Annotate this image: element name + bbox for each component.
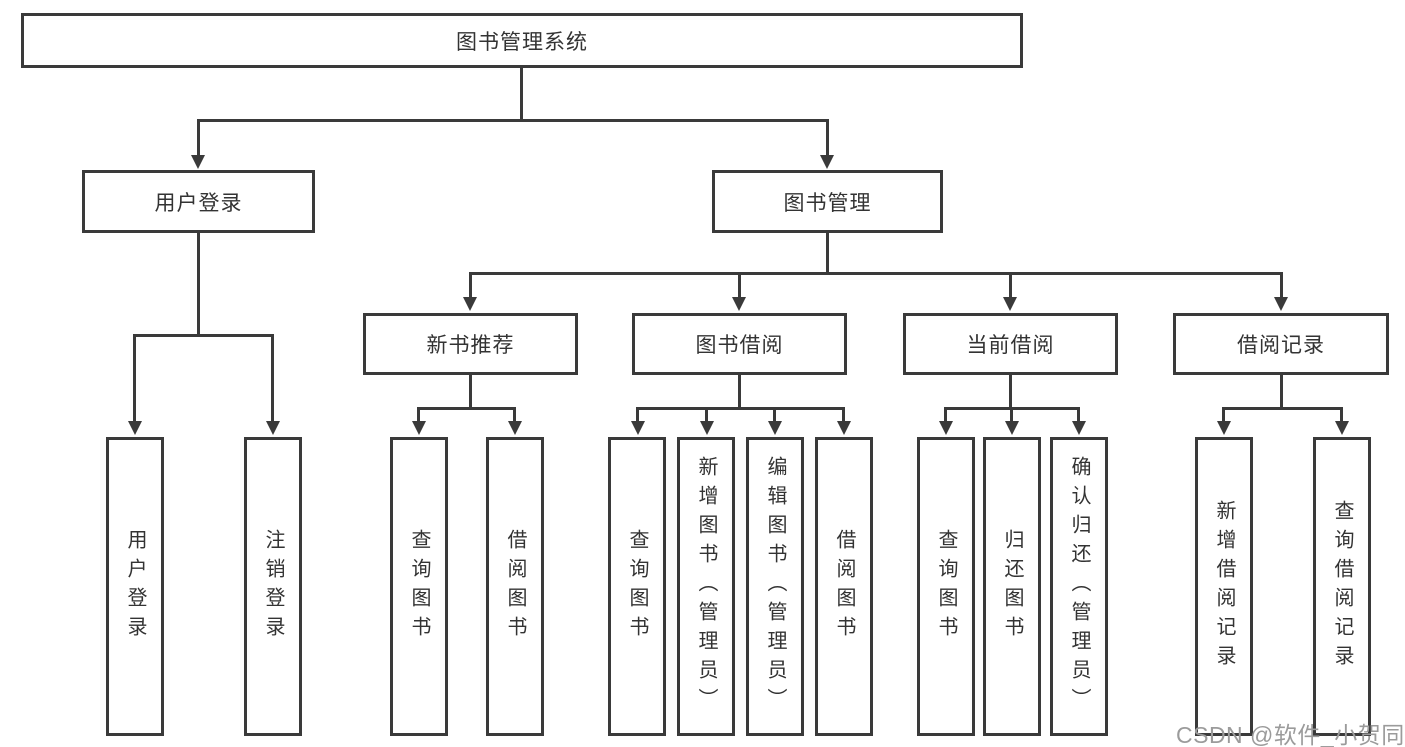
csdn-watermark: CSDN @软件_小贺同学 <box>1176 722 1405 747</box>
connector-line <box>1077 407 1080 422</box>
connector-line <box>636 407 639 422</box>
connector-line <box>417 407 420 422</box>
connector-line <box>197 119 829 122</box>
connector-line <box>513 407 516 422</box>
leaf-add-borrow-record: 新增借阅记录 <box>1195 437 1253 736</box>
leaf-logout: 注销登录 <box>244 437 302 736</box>
arrow-down-icon <box>266 421 280 435</box>
connector-line <box>469 272 1283 275</box>
connector-line <box>773 407 776 422</box>
node-root: 图书管理系统 <box>21 13 1023 68</box>
node-current-borrow: 当前借阅 <box>903 313 1118 375</box>
node-user-login: 用户登录 <box>82 170 315 233</box>
connector-line <box>1222 407 1225 422</box>
connector-line <box>637 407 845 410</box>
arrow-down-icon <box>700 421 714 435</box>
leaf-edit-book-admin: 编辑图书（管理员） <box>746 437 804 736</box>
connector-line <box>1340 407 1343 422</box>
arrow-down-icon <box>412 421 426 435</box>
connector-line <box>826 119 829 156</box>
arrow-down-icon <box>463 297 477 311</box>
connector-line <box>738 375 741 408</box>
arrow-down-icon <box>1003 297 1017 311</box>
connector-line <box>842 407 845 422</box>
connector-line <box>705 407 708 422</box>
leaf-borrow-book-recommend: 借阅图书 <box>486 437 544 736</box>
connector-line <box>469 272 472 298</box>
node-new-book-recommend: 新书推荐 <box>363 313 578 375</box>
arrow-down-icon <box>128 421 142 435</box>
leaf-query-book-current: 查询图书 <box>917 437 975 736</box>
node-borrow-record: 借阅记录 <box>1173 313 1389 375</box>
connector-line <box>1280 272 1283 298</box>
connector-line <box>197 233 200 335</box>
connector-line <box>197 119 200 156</box>
arrow-down-icon <box>1335 421 1349 435</box>
leaf-borrow-book: 借阅图书 <box>815 437 873 736</box>
connector-line <box>738 272 741 298</box>
leaf-user-login: 用户登录 <box>106 437 164 736</box>
connector-line <box>469 375 472 408</box>
arrow-down-icon <box>1005 421 1019 435</box>
arrow-down-icon <box>837 421 851 435</box>
connector-line <box>271 334 274 422</box>
leaf-confirm-return-admin: 确认归还（管理员） <box>1050 437 1108 736</box>
arrow-down-icon <box>1072 421 1086 435</box>
leaf-add-book-admin: 新增图书（管理员） <box>677 437 735 736</box>
arrow-down-icon <box>768 421 782 435</box>
arrow-down-icon <box>508 421 522 435</box>
arrow-down-icon <box>191 155 205 169</box>
connector-line <box>1009 375 1012 408</box>
connector-line <box>1009 272 1012 298</box>
leaf-return-book: 归还图书 <box>983 437 1041 736</box>
connector-line <box>944 407 947 422</box>
arrow-down-icon <box>1274 297 1288 311</box>
leaf-query-book-recommend: 查询图书 <box>390 437 448 736</box>
connector-line <box>1010 407 1013 422</box>
arrow-down-icon <box>939 421 953 435</box>
connector-line <box>520 68 523 120</box>
arrow-down-icon <box>1217 421 1231 435</box>
connector-line <box>826 233 829 273</box>
arrow-down-icon <box>631 421 645 435</box>
arrow-down-icon <box>820 155 834 169</box>
connector-line <box>418 407 516 410</box>
leaf-query-borrow-record: 查询借阅记录 <box>1313 437 1371 736</box>
node-book-management: 图书管理 <box>712 170 943 233</box>
leaf-query-book-borrow: 查询图书 <box>608 437 666 736</box>
connector-line <box>133 334 274 337</box>
arrow-down-icon <box>732 297 746 311</box>
connector-line <box>1280 375 1283 408</box>
node-book-borrow: 图书借阅 <box>632 313 847 375</box>
connector-line <box>1223 407 1343 410</box>
connector-line <box>133 334 136 422</box>
